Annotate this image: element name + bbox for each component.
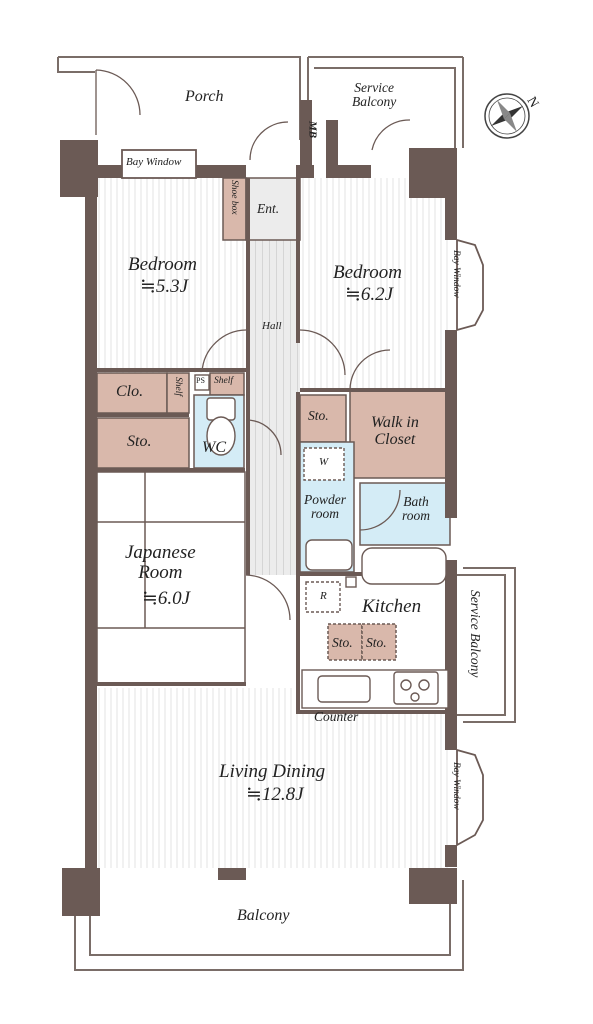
washer-label: W [319,456,329,468]
japanese-room-label: Japanese Room [125,543,196,583]
living-dining-name: Living Dining [219,761,326,782]
service-balcony-top-line2: Balcony [352,94,397,110]
walk-in-line1: Walk in [371,414,419,431]
fixtures [194,374,449,709]
bay-window-right-lower-label: Bay Window [450,762,461,810]
kitchen-storage-1-label: Sto. [332,635,353,650]
counter-label: Counter [314,709,359,724]
living-dining-size: ≒12.8J [246,784,304,805]
bedroom-left-size: ≒5.3J [140,276,189,297]
compass-icon [484,93,530,139]
bedroom-left-floor [96,178,246,373]
closet-label: Clo. [116,383,144,400]
kitchen-label: Kitchen [362,596,422,617]
bay-windows [121,149,484,847]
service-balcony-top-label: Service Balcony [352,80,397,110]
storage-zones [96,177,451,661]
japanese-line2: Room [138,561,183,583]
ps-label: PS [196,376,205,385]
porch-label: Porch [185,88,224,105]
bath-room-label: Bath room [402,494,431,524]
kitchen-storage-2-label: Sto. [366,635,387,650]
bay-window-top-label: Bay Window [126,156,182,168]
service-balcony-top-line1: Service [354,80,394,95]
bath-line1: Bath [403,494,429,509]
storage-hall-label: Sto. [308,408,329,423]
bath-line2: room [402,508,431,524]
wc-label: WC [202,439,226,456]
powder-room-label: Powder room [304,492,346,522]
mb-label: MB [306,121,319,139]
japanese-room-size: ≒6.0J [142,588,191,609]
door-swings [95,69,411,621]
powder-line1: Powder [304,492,346,507]
bedroom-right-floor [300,178,450,391]
balcony-label: Balcony [237,907,290,924]
bedroom-right-size: ≒6.2J [345,284,394,305]
bedroom-left-name: Bedroom [128,254,197,275]
bay-window-right-upper-label: Bay Window [450,250,461,298]
storage-left-label: Sto. [127,433,152,450]
entrance-label: Ent. [257,201,280,216]
living-floor [96,688,450,868]
service-balcony-right-label: Service Balcony [468,590,484,678]
hall-floor [246,240,300,575]
shelf-wc-label: Shelf [214,376,233,386]
shoe-box-label: Shoe box [228,180,239,215]
walk-in-closet-label: Walk in Closet [371,414,419,449]
bedroom-right-name: Bedroom [333,262,402,283]
walk-in-line2: Closet [374,430,416,448]
entrance-floor [245,177,301,241]
powder-line2: room [310,506,339,522]
tatami [96,471,246,685]
japanese-line1: Japanese [125,542,196,563]
hall-label: Hall [262,320,282,332]
refrigerator-label: R [320,590,327,602]
shelf-small-label: Shelf [172,377,183,396]
